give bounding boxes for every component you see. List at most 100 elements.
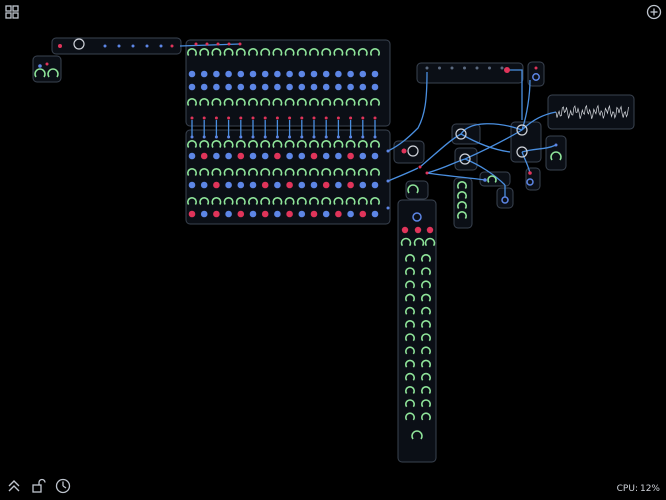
jack[interactable] [213, 83, 220, 91]
jack[interactable] [188, 210, 196, 218]
jack[interactable] [347, 83, 354, 91]
jack[interactable] [188, 70, 196, 78]
jack[interactable] [335, 210, 342, 218]
jack[interactable] [261, 70, 269, 78]
port-dot[interactable] [275, 116, 279, 120]
jack[interactable] [249, 210, 257, 218]
port-dot[interactable] [534, 66, 538, 70]
port-dot[interactable] [190, 116, 194, 120]
jack[interactable] [359, 210, 367, 218]
knob[interactable] [248, 48, 258, 56]
jack[interactable] [249, 83, 257, 91]
knob[interactable] [309, 168, 319, 176]
port-dot[interactable] [216, 42, 220, 46]
jack[interactable] [322, 70, 330, 78]
port-dot[interactable] [194, 42, 198, 46]
knob[interactable] [421, 280, 431, 289]
knob[interactable] [421, 386, 431, 394]
jack[interactable] [213, 152, 220, 160]
port-dot[interactable] [117, 44, 121, 48]
knob[interactable] [272, 98, 283, 106]
port-dot[interactable] [418, 165, 422, 169]
knob[interactable] [457, 191, 467, 199]
jack[interactable] [528, 171, 532, 175]
knob[interactable] [309, 197, 319, 205]
knob[interactable] [405, 399, 415, 408]
port-dot[interactable] [386, 179, 390, 183]
knob[interactable] [199, 140, 210, 148]
port-dot[interactable] [324, 135, 328, 139]
jack[interactable] [58, 44, 62, 48]
knob[interactable] [457, 211, 467, 219]
knob[interactable] [199, 48, 210, 56]
knob[interactable] [284, 48, 295, 56]
jack[interactable] [414, 226, 422, 234]
port-dot[interactable] [361, 116, 365, 120]
jack[interactable] [274, 210, 281, 218]
knob[interactable] [421, 320, 431, 328]
jack[interactable] [359, 181, 367, 189]
knob[interactable] [272, 140, 283, 148]
knob-main[interactable] [455, 128, 467, 140]
jack[interactable] [225, 210, 232, 218]
knob[interactable] [370, 140, 380, 148]
jack[interactable] [261, 152, 269, 160]
jack[interactable] [371, 210, 379, 218]
knob[interactable] [199, 98, 210, 106]
knob[interactable] [211, 48, 222, 56]
jack[interactable] [298, 210, 306, 218]
knob[interactable] [260, 48, 271, 56]
knob[interactable] [421, 399, 431, 408]
jack[interactable] [401, 148, 407, 154]
knob[interactable] [405, 359, 415, 368]
port-dot[interactable] [131, 44, 135, 48]
port-dot[interactable] [145, 44, 149, 48]
jack[interactable] [213, 70, 220, 78]
knob[interactable] [260, 140, 271, 148]
knob[interactable] [357, 197, 368, 205]
port-dot[interactable] [336, 135, 340, 139]
knob[interactable] [321, 168, 332, 176]
knob[interactable] [309, 98, 319, 106]
plus-circle-icon[interactable] [646, 4, 662, 20]
knob[interactable] [345, 197, 356, 205]
knob[interactable] [321, 48, 332, 56]
jack[interactable] [225, 181, 232, 189]
jack[interactable] [426, 226, 434, 234]
jack[interactable] [347, 70, 354, 78]
jack[interactable] [322, 83, 330, 91]
knob[interactable] [457, 201, 467, 209]
jack[interactable] [298, 152, 306, 160]
knob[interactable] [211, 168, 222, 176]
jack[interactable] [371, 70, 379, 78]
port-dot[interactable] [103, 44, 107, 48]
knob[interactable] [405, 293, 415, 302]
port-dot[interactable] [361, 135, 365, 139]
port-dot[interactable] [438, 66, 441, 70]
jack[interactable] [310, 152, 318, 160]
knob[interactable] [260, 197, 271, 205]
jack[interactable] [310, 181, 318, 189]
jack[interactable] [310, 210, 318, 218]
port-dot[interactable] [288, 135, 292, 139]
knob[interactable] [370, 98, 380, 106]
jack[interactable] [249, 181, 257, 189]
knob[interactable] [421, 306, 431, 315]
port-dot[interactable] [349, 135, 353, 139]
knob[interactable] [187, 197, 197, 205]
jack[interactable] [261, 210, 269, 218]
port-dot[interactable] [554, 143, 558, 147]
jack[interactable] [237, 83, 245, 91]
chevrons-up-icon[interactable] [6, 478, 22, 494]
jack[interactable] [347, 210, 354, 218]
port-dot[interactable] [263, 116, 267, 120]
knob[interactable] [405, 386, 415, 394]
port-dot[interactable] [336, 116, 340, 120]
jack[interactable] [261, 83, 269, 91]
knob[interactable] [407, 184, 419, 194]
port-dot[interactable] [425, 171, 429, 175]
module-panel[interactable] [393, 140, 425, 164]
jack[interactable] [347, 181, 354, 189]
jack[interactable] [286, 210, 293, 218]
knob-main[interactable] [516, 146, 528, 158]
